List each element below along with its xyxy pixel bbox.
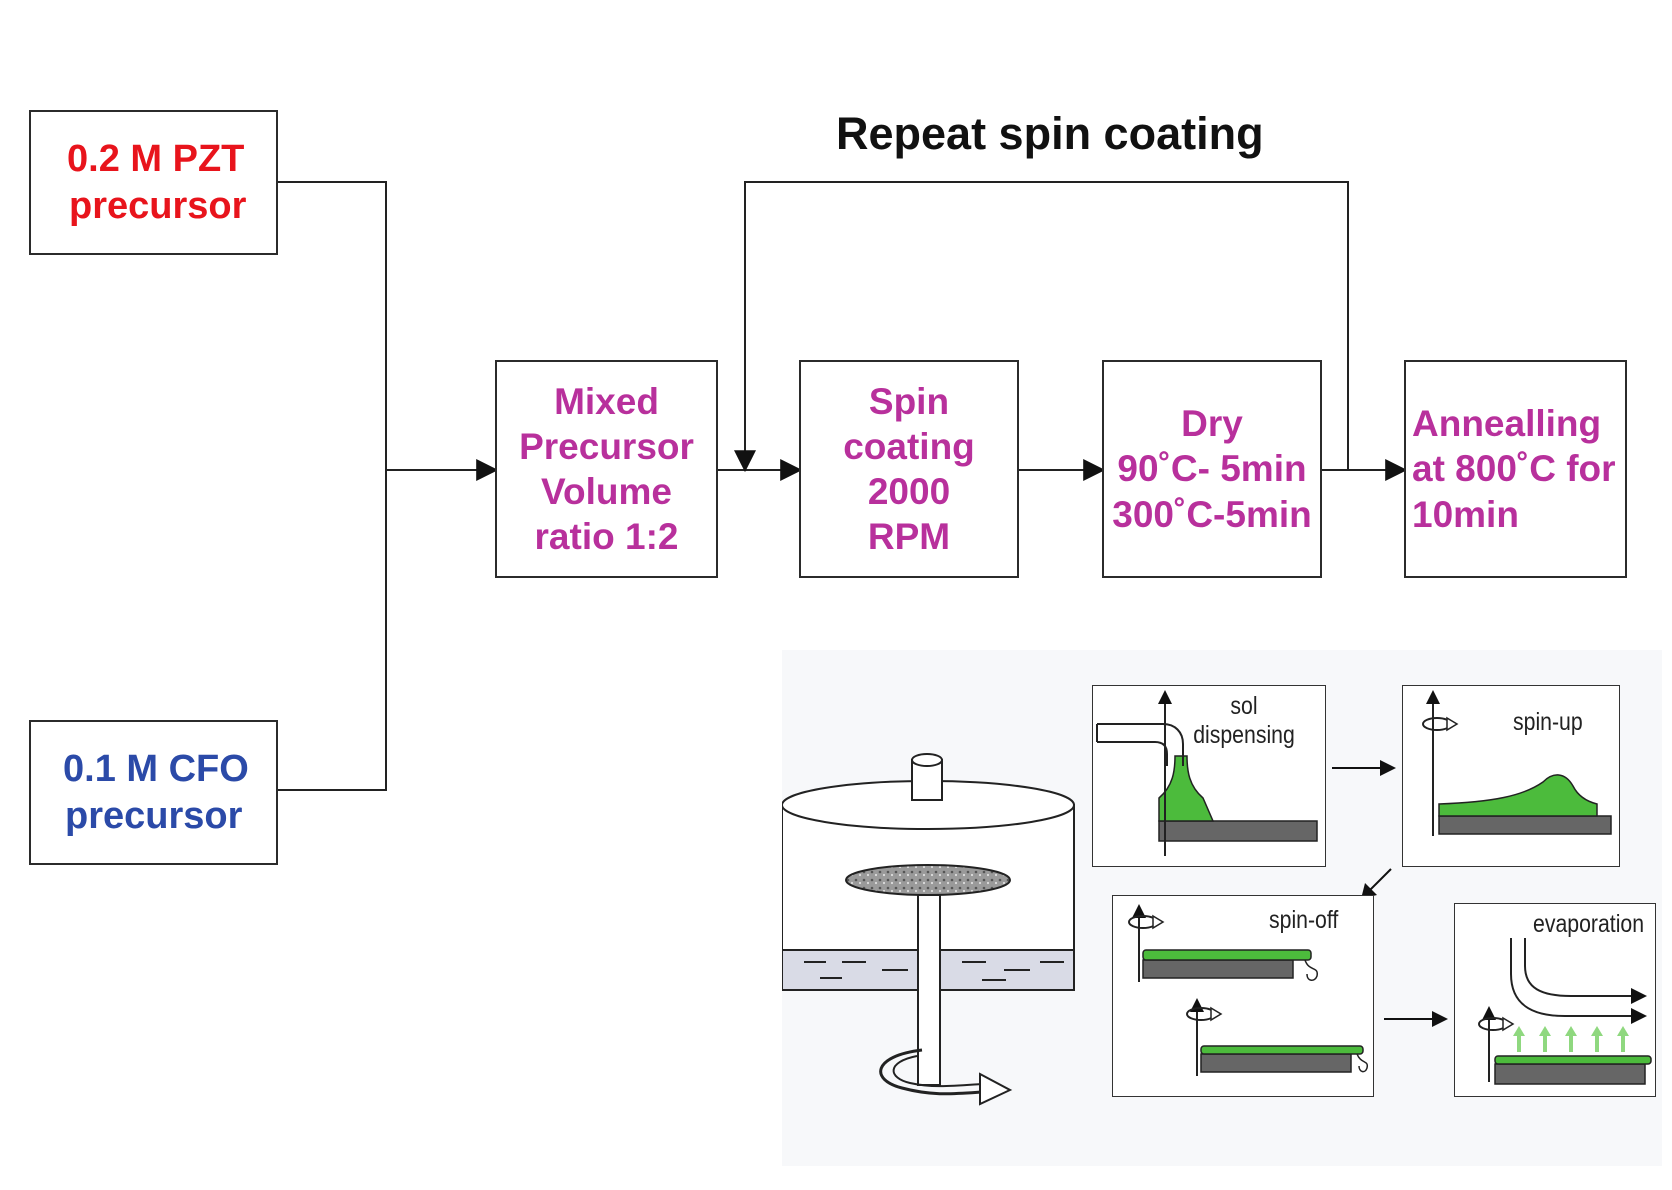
pzt-connector [276, 181, 387, 470]
spin-coating-schematic: sol dispensing spin-up [782, 650, 1662, 1166]
pzt-label-line1: 0.2 M PZT [67, 138, 245, 181]
step-2-line-2: coating [843, 425, 975, 467]
spin-up-icon [1422, 690, 1612, 836]
schematic-arrow-3 [1384, 1011, 1448, 1027]
panel-spin-off-label: spin-off [1269, 906, 1338, 935]
step-1-line-1: Mixed [554, 380, 659, 422]
panel-sol-dispensing: sol dispensing [1092, 685, 1326, 867]
step-2-line-4: RPM [867, 516, 951, 558]
step-2-line-1: Spin [868, 380, 950, 422]
panel-spin-up-label: spin-up [1513, 708, 1583, 737]
step-1-line-3: Volume [541, 471, 672, 512]
step-2-line-3: 2000 [867, 471, 951, 512]
spin-coating-box: Spin coating 2000 RPM [799, 360, 1019, 578]
spin-up-text: spin-up [1513, 708, 1583, 736]
dry-box: Dry 90˚C- 5min 300˚C-5min [1102, 360, 1322, 578]
step-1-line-4: ratio 1:2 [534, 516, 679, 558]
repeat-spin-coating-title: Repeat spin coating [836, 108, 1264, 159]
step-4-line-2: at 800˚C for [1412, 448, 1616, 490]
sol-dispensing-text: sol dispensing [1193, 692, 1295, 749]
pzt-precursor-box: 0.2 M PZT precursor [29, 110, 278, 255]
evaporation-icon [1478, 938, 1652, 1085]
panel-spin-off: spin-off [1112, 895, 1374, 1097]
cfo-label-line2: precursor [65, 794, 243, 837]
repeat-loop [734, 181, 1349, 473]
cfo-label-line1: 0.1 M CFO [63, 748, 249, 791]
panel-evaporation: evaporation [1454, 903, 1656, 1097]
schematic-arrow-1 [1332, 760, 1396, 776]
panel-sol-dispensing-label: sol dispensing [1193, 692, 1295, 750]
step-3-line-3: 300˚C-5min [1112, 493, 1312, 535]
mixed-precursor-box: Mixed Precursor Volume ratio 1:2 [495, 360, 718, 578]
step-3-line-1: Dry [1181, 403, 1243, 445]
annealing-box: Annealling at 800˚C for 10min [1404, 360, 1627, 578]
spin-coater-icon [782, 753, 1075, 1106]
step-4-line-3: 10min [1412, 493, 1519, 535]
panel-evaporation-label: evaporation [1533, 910, 1644, 939]
step-3-line-2: 90˚C- 5min [1117, 448, 1307, 490]
step-1-line-2: Precursor [519, 425, 694, 467]
panel-spin-up: spin-up [1402, 685, 1620, 867]
sol-dispensing-icon [1096, 690, 1318, 856]
cfo-connector [276, 470, 387, 791]
evaporation-text: evaporation [1533, 910, 1645, 938]
spin-off-icon [1128, 904, 1369, 1076]
step-4-line-1: Annealling [1412, 403, 1602, 445]
pzt-label-line2: precursor [69, 184, 247, 227]
cfo-precursor-box: 0.1 M CFO precursor [29, 720, 278, 865]
spin-off-text: spin-off [1269, 906, 1339, 934]
